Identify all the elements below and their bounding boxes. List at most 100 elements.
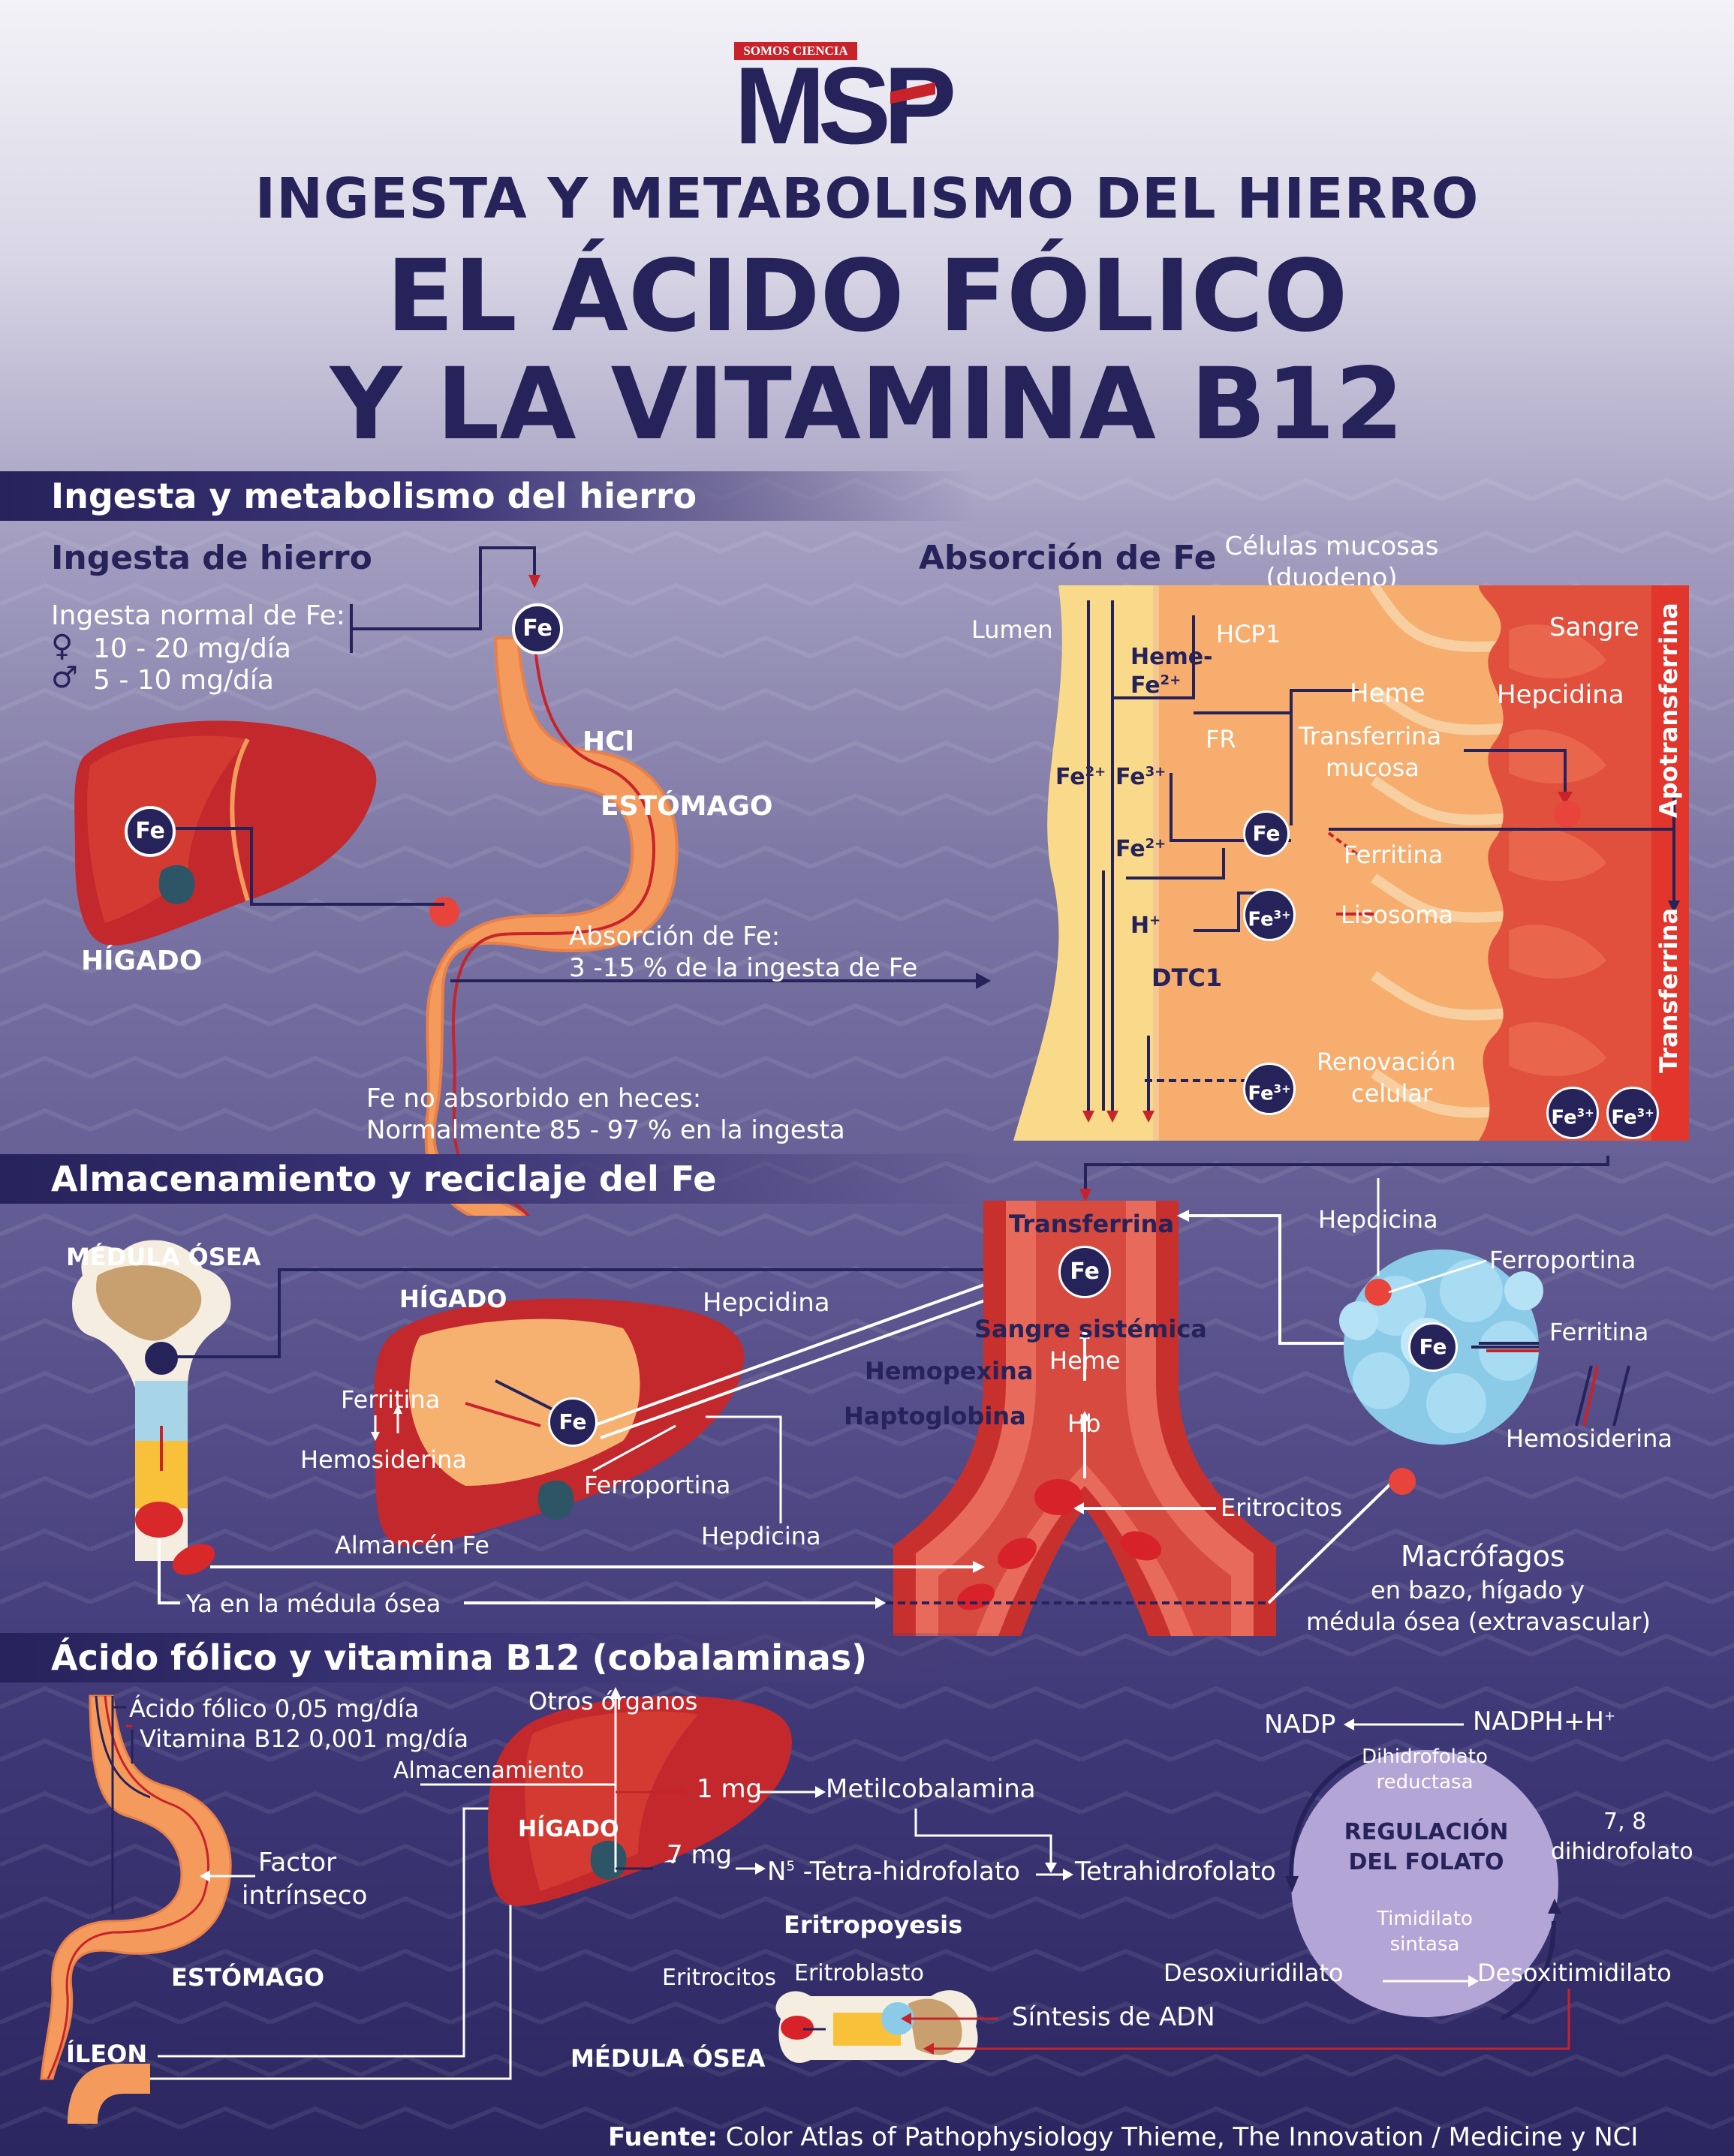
panel-fe3-lumen: Fe3+	[1115, 764, 1167, 790]
section2-title: Almacenamiento y reciclaje del Fe	[51, 1159, 717, 1199]
liver2-gallbladder	[537, 1480, 574, 1520]
s3-metilcobalamina: Metilcobalamina	[826, 1774, 1036, 1804]
s2-almacen: Almancén Fe	[335, 1531, 489, 1559]
s3-desoxi-to-bone	[931, 1989, 1570, 2050]
ya-medula-line	[158, 1538, 180, 1604]
ingesta-heading: Ingesta de hierro	[51, 539, 372, 577]
s3-liver-gallbladder	[590, 1840, 627, 1880]
ingest-arrow-icon	[528, 575, 540, 588]
bone-marrow-spongy	[96, 1265, 202, 1341]
s3-dhfr-line2: reductasa	[1376, 1771, 1474, 1794]
panel-heme-fe-line1: Heme-	[1130, 644, 1213, 670]
s2-liver-fe-circle: Fe	[548, 1397, 598, 1447]
s2-sangre-sistemica: Sangre sistémica	[974, 1315, 1207, 1343]
panel-renovacion-line1: Renovación	[1317, 1048, 1456, 1076]
bone-marrow-cell	[145, 1342, 178, 1375]
s3-mg7: 7 mg	[667, 1840, 733, 1870]
transport-lines	[1112, 615, 1675, 1082]
stomach-fe-circle: Fe	[512, 603, 563, 654]
liver2-navy-arrow	[495, 1379, 556, 1412]
s2-haptoglobina: Haptoglobina	[844, 1402, 1026, 1430]
section3-title: Ácido fólico y vitamina B12 (cobalaminas…	[51, 1637, 868, 1678]
s2-macro-ferritina: Ferritina	[1549, 1318, 1649, 1346]
s2-macro-hepdicina: Hepdicina	[1318, 1205, 1438, 1234]
ingesta-normal: Ingesta normal de Fe:	[51, 600, 345, 631]
s2-higado: HÍGADO	[399, 1285, 507, 1313]
stomach-hcl: HCl	[583, 726, 634, 757]
s3-bone-spongy	[908, 1998, 962, 2055]
stomach-label: ESTÓMAGO	[601, 791, 773, 822]
panel-heme-fe-line2: Fe2+	[1130, 672, 1182, 699]
panel-hepcidina: Hepcidina	[1497, 680, 1624, 710]
s2-macro-hemosiderina: Hemosiderina	[1506, 1424, 1672, 1453]
panel-heading: Absorción de Fe	[919, 539, 1217, 577]
s3-medula: MÉDULA ÓSEA	[570, 2044, 766, 2073]
s3-cycle-arc-left	[1289, 1750, 1374, 1877]
panel-hcp1: HCP1	[1216, 620, 1281, 648]
s2-eritrocitos: Eritrocitos	[1221, 1493, 1343, 1522]
macro-ferroportina-line	[1388, 1259, 1487, 1294]
panel-apotransferrina: Apotransferrina	[1654, 603, 1683, 818]
mucosa-region	[1156, 585, 1509, 1141]
ferritina-arrow	[1327, 831, 1360, 857]
panel-h: H+	[1130, 913, 1161, 939]
s2-ferritina: Ferritina	[341, 1385, 441, 1414]
panel-ferritina: Ferritina	[1344, 840, 1443, 869]
absorption-line2: 3 -15 % de la ingesta de Fe	[569, 953, 918, 983]
footer-label: Fuente:	[608, 2122, 718, 2152]
stomach-shape	[424, 636, 679, 1216]
liver-gallbladder	[158, 865, 195, 904]
s3-factor-line1: Factor	[258, 1848, 337, 1878]
s3-bone-eritrocito	[781, 2016, 814, 2040]
s3-metil-to-tetra	[914, 1809, 1052, 1866]
panel-fe3-blood-circle-a: Fe3+	[1546, 1087, 1599, 1139]
s2-hepcidina: Hepcidina	[703, 1288, 830, 1318]
panel-lumen: Lumen	[971, 615, 1053, 644]
blood-vessel-stripe	[1651, 585, 1689, 1141]
cells-label-line1: Células mucosas	[1224, 531, 1439, 561]
feces-line2: Normalmente 85 - 97 % en la ingesta	[366, 1115, 845, 1145]
s3-otros: Otros órganos	[528, 1687, 698, 1715]
free-erythrocyte	[172, 1544, 215, 1575]
s3-dhfr-line1: Dihidrofolato	[1362, 1746, 1488, 1768]
panel-lisosoma: Lisosoma	[1341, 901, 1453, 929]
logo-brand: SOMOS CIENCIA	[734, 42, 857, 60]
liver-hepdicina-line	[706, 1415, 782, 1523]
panel-heme: Heme	[1350, 678, 1425, 708]
absorption-line1: Absorción de Fe:	[569, 922, 781, 952]
s3-mg1: 1 mg	[697, 1774, 763, 1804]
s3-sintesis: Síntesis de ADN	[1012, 2002, 1215, 2032]
logo-mark: MSP	[734, 44, 956, 167]
lumen-arrowheads	[1082, 1111, 1154, 1123]
title-line2: EL ÁCIDO FÓLICO	[386, 239, 1348, 354]
section1-illustration	[74, 546, 991, 1216]
s3-cycle-arc-right	[1500, 1920, 1556, 2021]
s3-n5-tetra: N5 -Tetra-hidrofolato	[767, 1857, 1020, 1887]
liver-fe-circle: Fe	[125, 806, 176, 857]
section1-bar: Ingesta y metabolismo del hierro	[0, 471, 976, 521]
s3-bone-eritroblasto	[881, 2002, 914, 2035]
panel-fe2-lumen: Fe2+	[1055, 764, 1106, 790]
s2-hemopexina: Hemopexina	[865, 1357, 1034, 1385]
section1-title: Ingesta y metabolismo del hierro	[51, 476, 697, 516]
absorption-panel	[1013, 585, 1689, 1141]
s3-timidilato-line2: sintasa	[1389, 1933, 1460, 1956]
panel-transferrina-mucosa-line2: mucosa	[1326, 753, 1419, 782]
liver-lobe-line	[230, 738, 250, 901]
s3-nadph: NADPH+H+	[1473, 1706, 1616, 1737]
s2-macro-fe-circle: Fe	[1408, 1322, 1458, 1372]
s2-hb: Hb	[1067, 1409, 1101, 1438]
s3-higado: HÍGADO	[518, 1816, 619, 1842]
s2-ya-medula: Ya en la médula ósea	[186, 1589, 441, 1618]
stomach-fe-node	[429, 897, 459, 927]
s3-desoxiuridilato: Desoxiuridilato	[1164, 1959, 1344, 1987]
lumen-region	[1013, 585, 1156, 1141]
s3-eritropoyesis: Eritropoyesis	[784, 1911, 963, 1939]
s3-dihidro-line1: 7, 8	[1603, 1809, 1647, 1835]
section3-bar: Ácido fólico y vitamina B12 (cobalaminas…	[0, 1633, 1036, 1682]
s2-macro-sub1: en bazo, hígado y	[1371, 1576, 1585, 1604]
s3-stomach-navy	[95, 1695, 151, 1799]
panel-fe3-renovacion-circle: Fe3+	[1243, 1063, 1296, 1115]
s3-almacenamiento: Almacenamiento	[393, 1758, 584, 1784]
bone-erythrocyte	[135, 1502, 183, 1538]
